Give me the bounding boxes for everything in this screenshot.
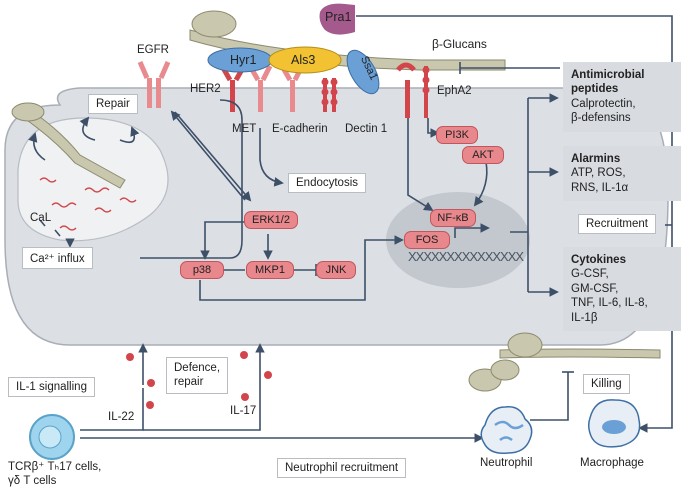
dectin1-receptor [396,62,416,118]
macrophage-cell [587,399,641,448]
neutrophil-recruitment-label: Neutrophil recruitment [277,458,407,478]
il17-label: IL-17 [230,405,257,417]
cytokine-dots [126,351,272,409]
nucleus [386,192,530,288]
fos-node: FOS [404,231,450,249]
macrophage-label: Macrophage [580,457,644,469]
her2-label: HER2 [190,83,221,95]
erk-node: ERK1/2 [244,211,298,229]
hyphae [11,10,661,392]
hypha-invading [23,109,126,189]
neutrophil-label: Neutrophil [480,457,533,469]
ecadherin-label: E-cadherin [272,123,328,135]
met-label: MET [232,123,257,135]
dectin1-label: Dectin 1 [345,123,388,135]
alarmins-text: ATP, ROS, RNS, IL-1α [571,167,629,194]
antimicrobial-peptides-box: Antimicrobial peptides Calprotectin, β-d… [563,62,681,132]
ca-influx-label: Ca²⁺ influx [22,247,93,269]
hyr1-label: Hyr1 [230,53,257,67]
neutrophil-cell [480,406,533,455]
antimicrobial-text: Calprotectin, β-defensins [571,97,636,125]
als3-label: Als3 [291,53,316,67]
defence-repair-label: Defence, repair [166,357,229,394]
p38-node: p38 [180,261,224,279]
nfkb-node: NF-κB [430,209,476,227]
egfr-receptor [137,60,171,108]
ssa1-adhesin [346,49,380,95]
cytokines-text: G-CSF, GM-CSF, TNF, IL-6, IL-8, IL-1β [571,268,648,324]
alarmins-title: Alarmins [571,153,621,165]
dna-icon: XXXXXXXXXXXXXXX [408,249,524,264]
cytokines-title: Cytokines [571,254,626,266]
endocytosis-label: Endocytosis [288,173,367,193]
egfr-label: EGFR [137,44,169,56]
jnk-node: JNK [316,261,356,279]
repair-label: Repair [88,94,138,114]
t-cells-label-line2: γδ T cells [8,475,57,487]
akt-node: AKT [462,146,504,164]
glucans-label: β-Glucans [432,37,487,51]
il1-signalling-label: IL-1 signalling [8,377,95,397]
cal-label: CaL [30,212,52,224]
alarmins-box: Alarmins ATP, ROS, RNS, IL-1α [563,146,681,202]
killing-label: Killing [583,374,630,394]
epha2-receptor [422,66,430,118]
calcium-squiggles [39,177,137,231]
t-cells-label-line1: TCRβ⁺ Tₕ17 cells, [8,461,102,473]
pi3k-node: PI3K [436,126,478,144]
t-cell [29,414,75,460]
cytokines-box: Cytokines G-CSF, GM-CSF, TNF, IL-6, IL-8… [563,247,681,331]
yeast-cell [191,10,237,38]
pra1-protein [319,3,355,35]
mkp1-node: MKP1 [246,261,294,279]
recruitment-label: Recruitment [578,214,656,234]
antimicrobial-title: Antimicrobial peptides [571,69,645,96]
endosome-compartment [17,117,169,242]
il22-label: IL-22 [108,411,135,423]
pra1-label: Pra1 [325,10,352,24]
als3-adhesin [268,46,342,74]
epha2-label: EphA2 [437,85,472,97]
